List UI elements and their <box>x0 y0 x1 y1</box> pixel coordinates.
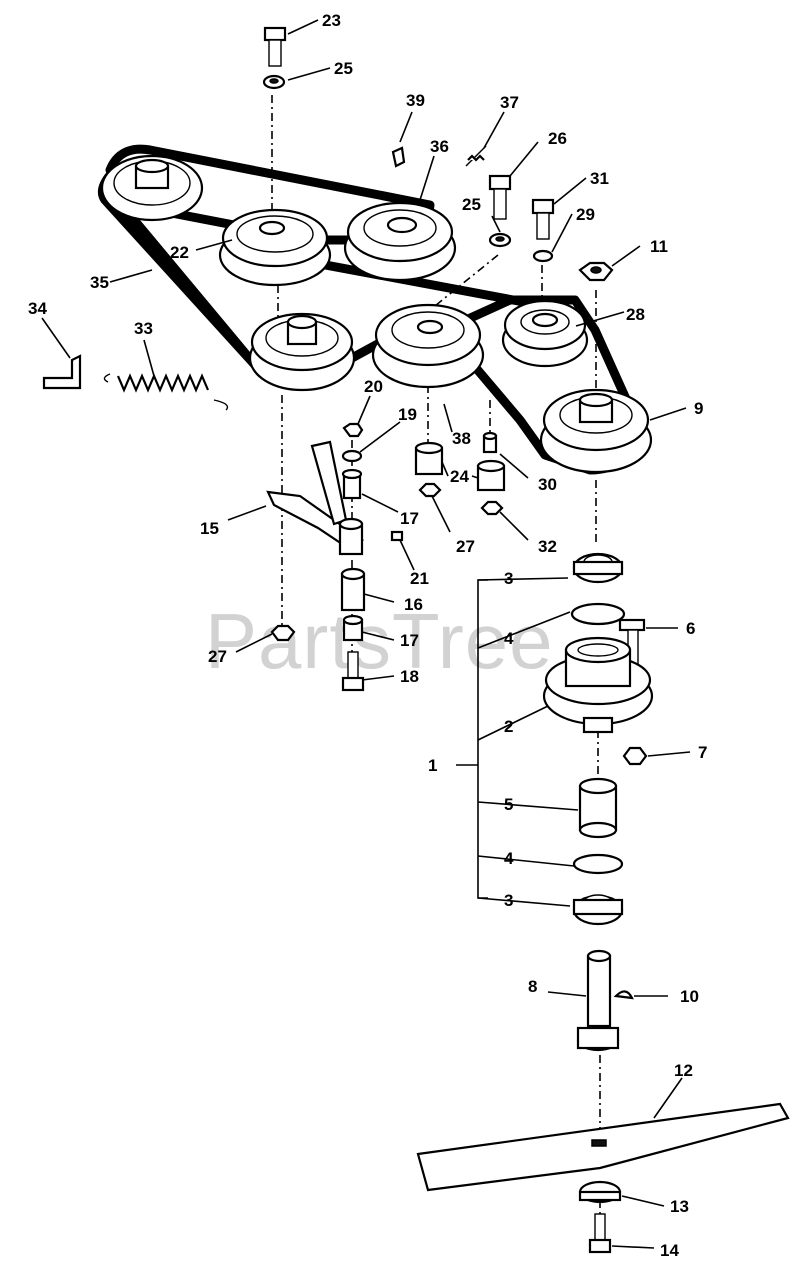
bolt-23 <box>263 26 287 67</box>
nut-27-mid <box>418 482 442 498</box>
callout-4: 4 <box>504 629 514 648</box>
spacer-24-right <box>476 459 506 492</box>
callout-25b: 25 <box>462 195 481 214</box>
callout-36: 36 <box>430 137 449 156</box>
callout-28: 28 <box>626 305 645 324</box>
nut-7 <box>622 746 648 766</box>
callout-13: 13 <box>670 1197 689 1216</box>
callout-27: 27 <box>208 647 227 666</box>
bushing-upper <box>338 517 364 556</box>
callout-10: 10 <box>680 987 699 1006</box>
callout-6: 6 <box>686 619 695 638</box>
bearing-3-bottom <box>572 894 624 926</box>
callout-1: 1 <box>428 756 437 775</box>
washer-25-left <box>262 74 286 90</box>
callout-32: 32 <box>538 537 557 556</box>
callout-31: 31 <box>590 169 609 188</box>
callout-19: 19 <box>398 405 417 424</box>
callout-4b: 4 <box>504 849 514 868</box>
callout-5: 5 <box>504 795 513 814</box>
callout-33: 33 <box>134 319 153 338</box>
callout-17: 17 <box>400 509 419 528</box>
spacer-5 <box>578 777 618 839</box>
callout-39: 39 <box>406 91 425 110</box>
callout-38: 38 <box>452 429 471 448</box>
callout-labels: 23 25 39 36 37 26 31 29 25 11 28 9 22 35… <box>28 11 707 1260</box>
nut-27-left <box>270 624 296 642</box>
callout-15: 15 <box>200 519 219 538</box>
bracket-34 <box>42 354 82 390</box>
callout-18: 18 <box>400 667 419 686</box>
blade-12 <box>416 1102 790 1192</box>
callout-7: 7 <box>698 743 707 762</box>
callout-35: 35 <box>90 273 109 292</box>
housing-2 <box>542 636 654 734</box>
leader-lines <box>41 19 691 1249</box>
pulley-left-top <box>100 154 204 222</box>
spacer-16 <box>340 567 366 612</box>
callout-23: 23 <box>322 11 341 30</box>
callout-20: 20 <box>364 377 383 396</box>
bushing-30 <box>482 431 498 454</box>
snap-ring-4-bottom <box>572 853 624 875</box>
callout-26: 26 <box>548 129 567 148</box>
callout-29: 29 <box>576 205 595 224</box>
pulley-9 <box>539 388 653 474</box>
fitting-21 <box>390 530 404 542</box>
pulley-36 <box>343 201 457 282</box>
snap-ring-4-top <box>570 602 626 626</box>
nut-32 <box>480 500 504 516</box>
callout-37: 37 <box>500 93 519 112</box>
idler-arm-15 <box>266 440 365 550</box>
washer-29 <box>532 249 554 263</box>
washer-19 <box>341 449 363 463</box>
callout-30: 30 <box>538 475 557 494</box>
key-10 <box>613 990 634 1000</box>
callout-17b: 17 <box>400 631 419 650</box>
pulley-38 <box>371 303 485 389</box>
callout-21: 21 <box>410 569 429 588</box>
spacer-24-left <box>414 441 444 476</box>
callout-16: 16 <box>404 595 423 614</box>
washer-25-right <box>488 232 512 248</box>
nut-20 <box>342 422 364 438</box>
spring-33 <box>103 373 229 411</box>
callout-3: 3 <box>504 569 513 588</box>
pulley-left-bottom <box>248 312 356 392</box>
callout-14: 14 <box>660 1241 679 1260</box>
bolt-14 <box>588 1213 612 1254</box>
bushing-17-bottom <box>342 614 364 642</box>
callout-2: 2 <box>504 717 513 736</box>
assembly-bracket-1 <box>456 577 579 907</box>
callout-8: 8 <box>528 977 537 996</box>
washer-13 <box>578 1180 622 1204</box>
callout-25: 25 <box>334 59 353 78</box>
bushing-17-top <box>341 468 363 500</box>
pulley-28 <box>501 299 589 368</box>
spring-37 <box>465 145 487 167</box>
bolt-31 <box>531 198 555 240</box>
callout-22: 22 <box>170 243 189 262</box>
callout-11: 11 <box>650 237 668 256</box>
bolt-18 <box>341 651 365 692</box>
callout-3b: 3 <box>504 891 513 910</box>
bolt-26 <box>488 174 512 220</box>
pulley-22 <box>218 208 332 287</box>
bearing-3-top <box>572 552 624 584</box>
callout-27b: 27 <box>456 537 475 556</box>
callout-24: 24 <box>450 467 469 486</box>
nut-11 <box>578 261 614 282</box>
callout-12: 12 <box>674 1061 693 1080</box>
callout-34: 34 <box>28 299 47 318</box>
callout-9: 9 <box>694 399 703 418</box>
shaft-8 <box>576 949 620 1052</box>
key-39 <box>391 146 406 168</box>
